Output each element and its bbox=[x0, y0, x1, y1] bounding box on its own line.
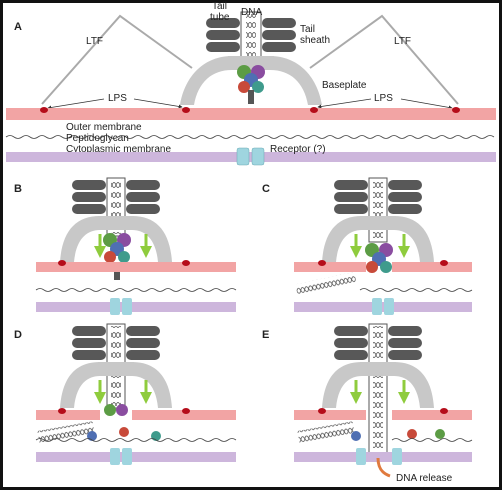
cytoplasmic-membrane-label: Cytoplasmic membrane bbox=[66, 144, 171, 155]
panel-letter-d: D bbox=[14, 329, 22, 341]
outer-membrane bbox=[6, 108, 496, 120]
ltf-left bbox=[41, 14, 193, 105]
panel-e: E DNA release bbox=[262, 323, 473, 484]
panel-letter-b: B bbox=[14, 183, 22, 195]
receptor bbox=[236, 147, 265, 166]
lps-dots bbox=[40, 107, 460, 113]
dna-release-arrow bbox=[376, 457, 391, 478]
panel-letter-a: A bbox=[14, 21, 22, 33]
peptidoglycan bbox=[5, 135, 495, 139]
dna-label: DNA bbox=[241, 7, 262, 18]
baseplate bbox=[180, 56, 322, 105]
receptor-label: Receptor (?) bbox=[270, 144, 326, 155]
cytoplasmic-membrane bbox=[6, 152, 496, 162]
peptidoglycan-label: Peptidoglycan bbox=[66, 133, 129, 144]
gp5-gp27-complex bbox=[237, 65, 265, 104]
panel-b: B bbox=[14, 177, 237, 315]
ltf-label-left: LTF bbox=[86, 36, 103, 47]
ltf-right bbox=[309, 14, 459, 105]
dna-release-label: DNA release bbox=[396, 473, 453, 484]
panel-c: C bbox=[262, 177, 473, 315]
tail-sheath bbox=[206, 18, 296, 52]
panel-letter-c: C bbox=[262, 183, 270, 195]
panel-letter-e: E bbox=[262, 329, 269, 341]
ltf-label-right: LTF bbox=[394, 36, 411, 47]
lps-label-left: LPS bbox=[108, 93, 127, 104]
baseplate-label: Baseplate bbox=[322, 80, 367, 91]
lps-label-right: LPS bbox=[374, 93, 393, 104]
panel-d: D bbox=[14, 323, 237, 465]
outer-membrane-label: Outer membrane bbox=[66, 122, 142, 133]
dna-coil bbox=[246, 14, 256, 68]
panel-a: A LTF LTF Ta bbox=[5, 1, 496, 166]
